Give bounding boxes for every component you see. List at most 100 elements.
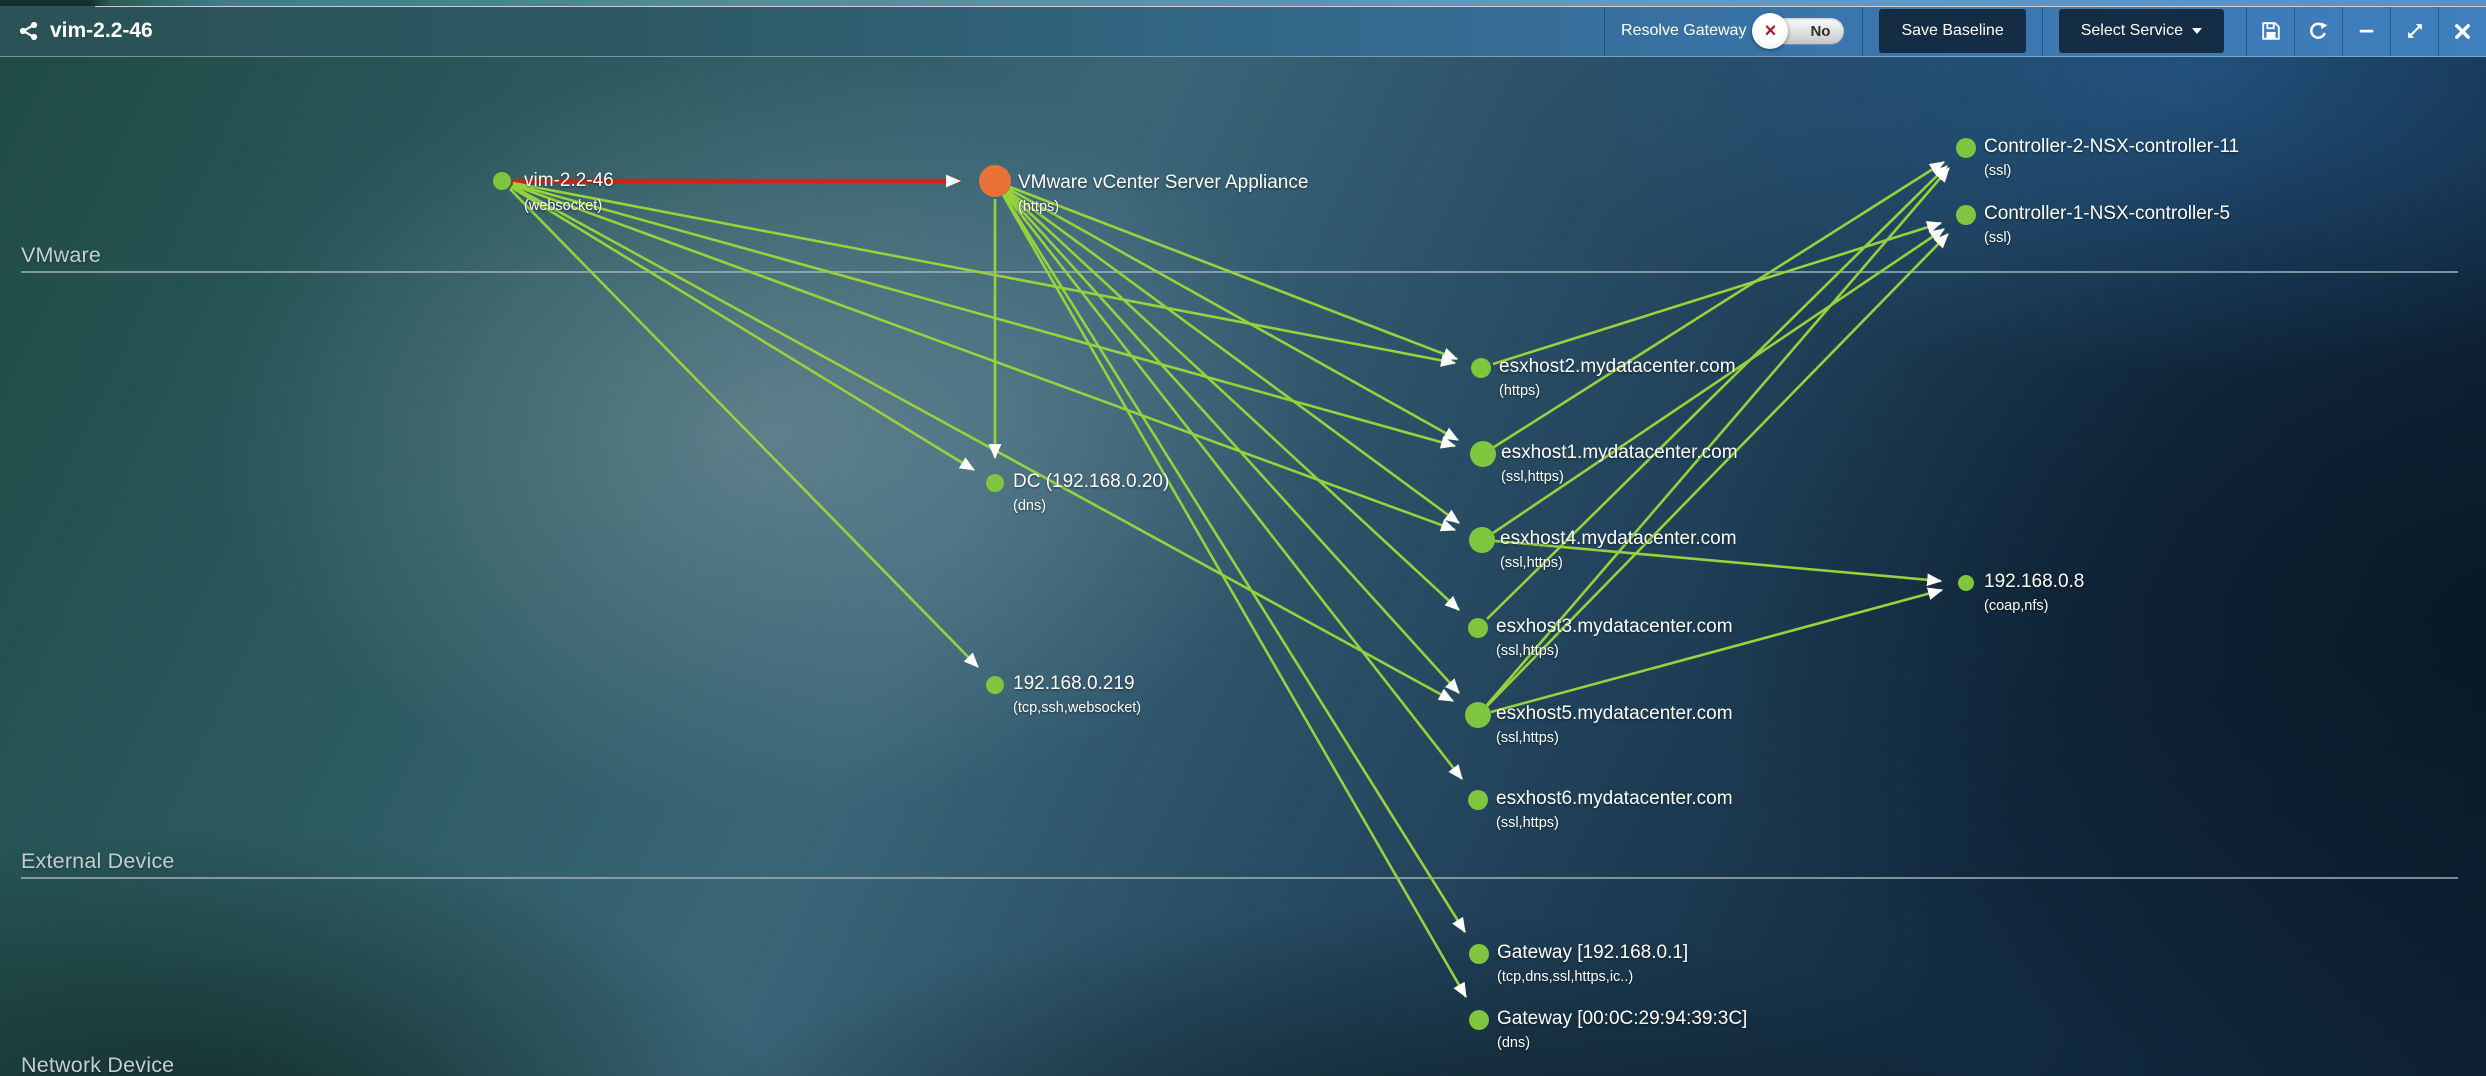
node-ip-192-168-0-219: 192.168.0.219 (tcp,ssh,websocket) xyxy=(986,673,1141,716)
node-gateway-mac-label: Gateway [00:0C:29:94:39:3C] xyxy=(1497,1008,1747,1029)
edge-esxhost4-ip8 xyxy=(1494,539,1943,587)
edge-esxhost4-controller1 xyxy=(1492,227,1945,535)
node-gateway-ip: Gateway [192.168.0.1] (tcp,dns,ssl,https… xyxy=(1469,942,1688,985)
node-esxhost5: esxhost5.mydatacenter.com (ssl,https) xyxy=(1465,702,1733,746)
node-controller2-dot[interactable] xyxy=(1956,138,1976,158)
node-controller1-dot[interactable] xyxy=(1956,205,1976,225)
section-vmware: VMware xyxy=(21,243,2458,273)
node-esxhost4-dot[interactable] xyxy=(1469,527,1495,553)
edge-vim-esxhost5 xyxy=(511,184,1454,703)
node-vim-label: vim-2.2-46 xyxy=(524,170,614,191)
section-external-device: External Device xyxy=(21,849,2458,879)
node-ip-192-168-0-8-dot[interactable] xyxy=(1958,575,1974,591)
window-title-text: vim-2.2-46 xyxy=(50,19,153,42)
node-esxhost5-label: esxhost5.mydatacenter.com xyxy=(1496,703,1733,724)
node-controller2-label: Controller-2-NSX-controller-11 xyxy=(1984,136,2239,157)
node-gateway-mac-dot[interactable] xyxy=(1469,1010,1489,1030)
resolve-gateway-toggle[interactable]: × No xyxy=(1752,13,1845,49)
node-controller1: Controller-1-NSX-controller-5 (ssl) xyxy=(1956,203,2230,246)
node-esxhost4-protocols: (ssl,https) xyxy=(1500,555,1563,571)
edge-vcenter-esxhost4 xyxy=(1007,189,1460,525)
edge-esxhost1-controller2 xyxy=(1493,160,1945,449)
edge-vcenter-gateway-mac xyxy=(1001,194,1468,998)
edge-vcenter-esxhost2 xyxy=(1009,185,1458,361)
node-esxhost2-protocols: (https) xyxy=(1499,383,1540,399)
node-esxhost5-protocols: (ssl,https) xyxy=(1496,730,1559,746)
toggle-state-label: No xyxy=(1810,22,1831,40)
node-vcenter-label: VMware vCenter Server Appliance xyxy=(1018,172,1308,193)
node-ip-192-168-0-8-label: 192.168.0.8 xyxy=(1984,571,2084,592)
edge-esxhost5-ip8 xyxy=(1490,587,1944,714)
select-service-dropdown[interactable]: Select Service xyxy=(2058,9,2224,53)
node-gateway-ip-dot[interactable] xyxy=(1469,944,1489,964)
edge-vim-esxhost2 xyxy=(512,181,1457,367)
node-gateway-ip-protocols: (tcp,dns,ssl,https,ic..) xyxy=(1497,969,1633,985)
edges xyxy=(509,160,1950,998)
node-gateway-mac-protocols: (dns) xyxy=(1497,1035,1530,1051)
node-dc: DC (192.168.0.20) (dns) xyxy=(986,471,1169,514)
node-esxhost1: esxhost1.mydatacenter.com (ssl,https) xyxy=(1470,441,1738,485)
edge-vim-esxhost4 xyxy=(512,183,1457,532)
node-esxhost2-label: esxhost2.mydatacenter.com xyxy=(1499,356,1736,377)
section-network-device-label: Network Device xyxy=(21,1053,175,1076)
refresh-icon[interactable] xyxy=(2294,6,2342,56)
edge-vim-ip219 xyxy=(509,188,979,668)
node-controller1-label: Controller-1-NSX-controller-5 xyxy=(1984,203,2230,224)
node-esxhost1-dot[interactable] xyxy=(1470,441,1496,467)
node-vim-protocols: (websocket) xyxy=(524,198,602,214)
save-icon[interactable] xyxy=(2246,6,2294,56)
section-vmware-label: VMware xyxy=(21,243,102,267)
save-baseline-button[interactable]: Save Baseline xyxy=(1879,9,2026,53)
edge-vim-dc xyxy=(510,185,975,472)
node-gateway-mac: Gateway [00:0C:29:94:39:3C] (dns) xyxy=(1469,1008,1747,1051)
select-service-label: Select Service xyxy=(2080,22,2183,39)
fullscreen-icon[interactable] xyxy=(2390,6,2438,56)
edge-vcenter-esxhost5 xyxy=(1005,192,1460,694)
node-vcenter-dot[interactable] xyxy=(979,165,1011,197)
node-vim: vim-2.2-46 (websocket) xyxy=(493,170,614,214)
node-controller2-protocols: (ssl) xyxy=(1984,163,2011,179)
node-vim-dot[interactable] xyxy=(493,172,511,190)
section-network-device: Network Device xyxy=(21,1053,2458,1076)
edge-esxhost2-controller1 xyxy=(1492,221,1943,366)
node-gateway-ip-label: Gateway [192.168.0.1] xyxy=(1497,942,1688,963)
icon-toolbar xyxy=(2246,6,2486,56)
resolve-gateway-group: Resolve Gateway × No xyxy=(1604,6,1862,56)
node-esxhost6-dot[interactable] xyxy=(1468,790,1488,810)
minimize-icon[interactable] xyxy=(2342,6,2390,56)
node-esxhost3-dot[interactable] xyxy=(1468,618,1488,638)
edge-vim-esxhost1 xyxy=(512,182,1457,449)
node-esxhost5-dot[interactable] xyxy=(1465,702,1491,728)
node-controller1-protocols: (ssl) xyxy=(1984,230,2011,246)
edge-vcenter-esxhost3 xyxy=(1006,191,1460,611)
nodes: vim-2.2-46 (websocket) VMware vCenter Se… xyxy=(493,136,2239,1051)
node-esxhost1-protocols: (ssl,https) xyxy=(1501,469,1564,485)
node-dc-dot[interactable] xyxy=(986,474,1004,492)
node-esxhost3-protocols: (ssl,https) xyxy=(1496,643,1559,659)
node-esxhost2: esxhost2.mydatacenter.com (https) xyxy=(1471,356,1736,399)
select-service-segment: Select Service xyxy=(2041,6,2240,56)
resolve-gateway-label: Resolve Gateway xyxy=(1621,22,1747,39)
node-esxhost1-label: esxhost1.mydatacenter.com xyxy=(1501,442,1738,463)
node-ip-192-168-0-219-label: 192.168.0.219 xyxy=(1013,673,1135,694)
window-title: vim-2.2-46 xyxy=(18,19,153,43)
node-esxhost2-dot[interactable] xyxy=(1471,358,1491,378)
node-esxhost4-label: esxhost4.mydatacenter.com xyxy=(1500,528,1737,549)
node-ip-192-168-0-8: 192.168.0.8 (coap,nfs) xyxy=(1958,571,2084,614)
node-esxhost6-protocols: (ssl,https) xyxy=(1496,815,1559,831)
close-icon[interactable] xyxy=(2438,6,2486,56)
node-esxhost3-label: esxhost3.mydatacenter.com xyxy=(1496,616,1733,637)
edge-vcenter-esxhost1 xyxy=(1008,187,1459,442)
window-top-strip xyxy=(0,0,2486,7)
caret-down-icon xyxy=(2192,28,2202,34)
section-external-device-label: External Device xyxy=(21,849,175,873)
node-ip-192-168-0-8-protocols: (coap,nfs) xyxy=(1984,598,2048,614)
node-dc-label: DC (192.168.0.20) xyxy=(1013,471,1169,492)
node-ip-192-168-0-219-dot[interactable] xyxy=(986,676,1004,694)
node-esxhost3: esxhost3.mydatacenter.com (ssl,https) xyxy=(1468,616,1733,659)
node-esxhost6-label: esxhost6.mydatacenter.com xyxy=(1496,788,1733,809)
edge-esxhost5-controller1 xyxy=(1486,233,1949,707)
save-baseline-segment: Save Baseline xyxy=(1862,6,2041,56)
